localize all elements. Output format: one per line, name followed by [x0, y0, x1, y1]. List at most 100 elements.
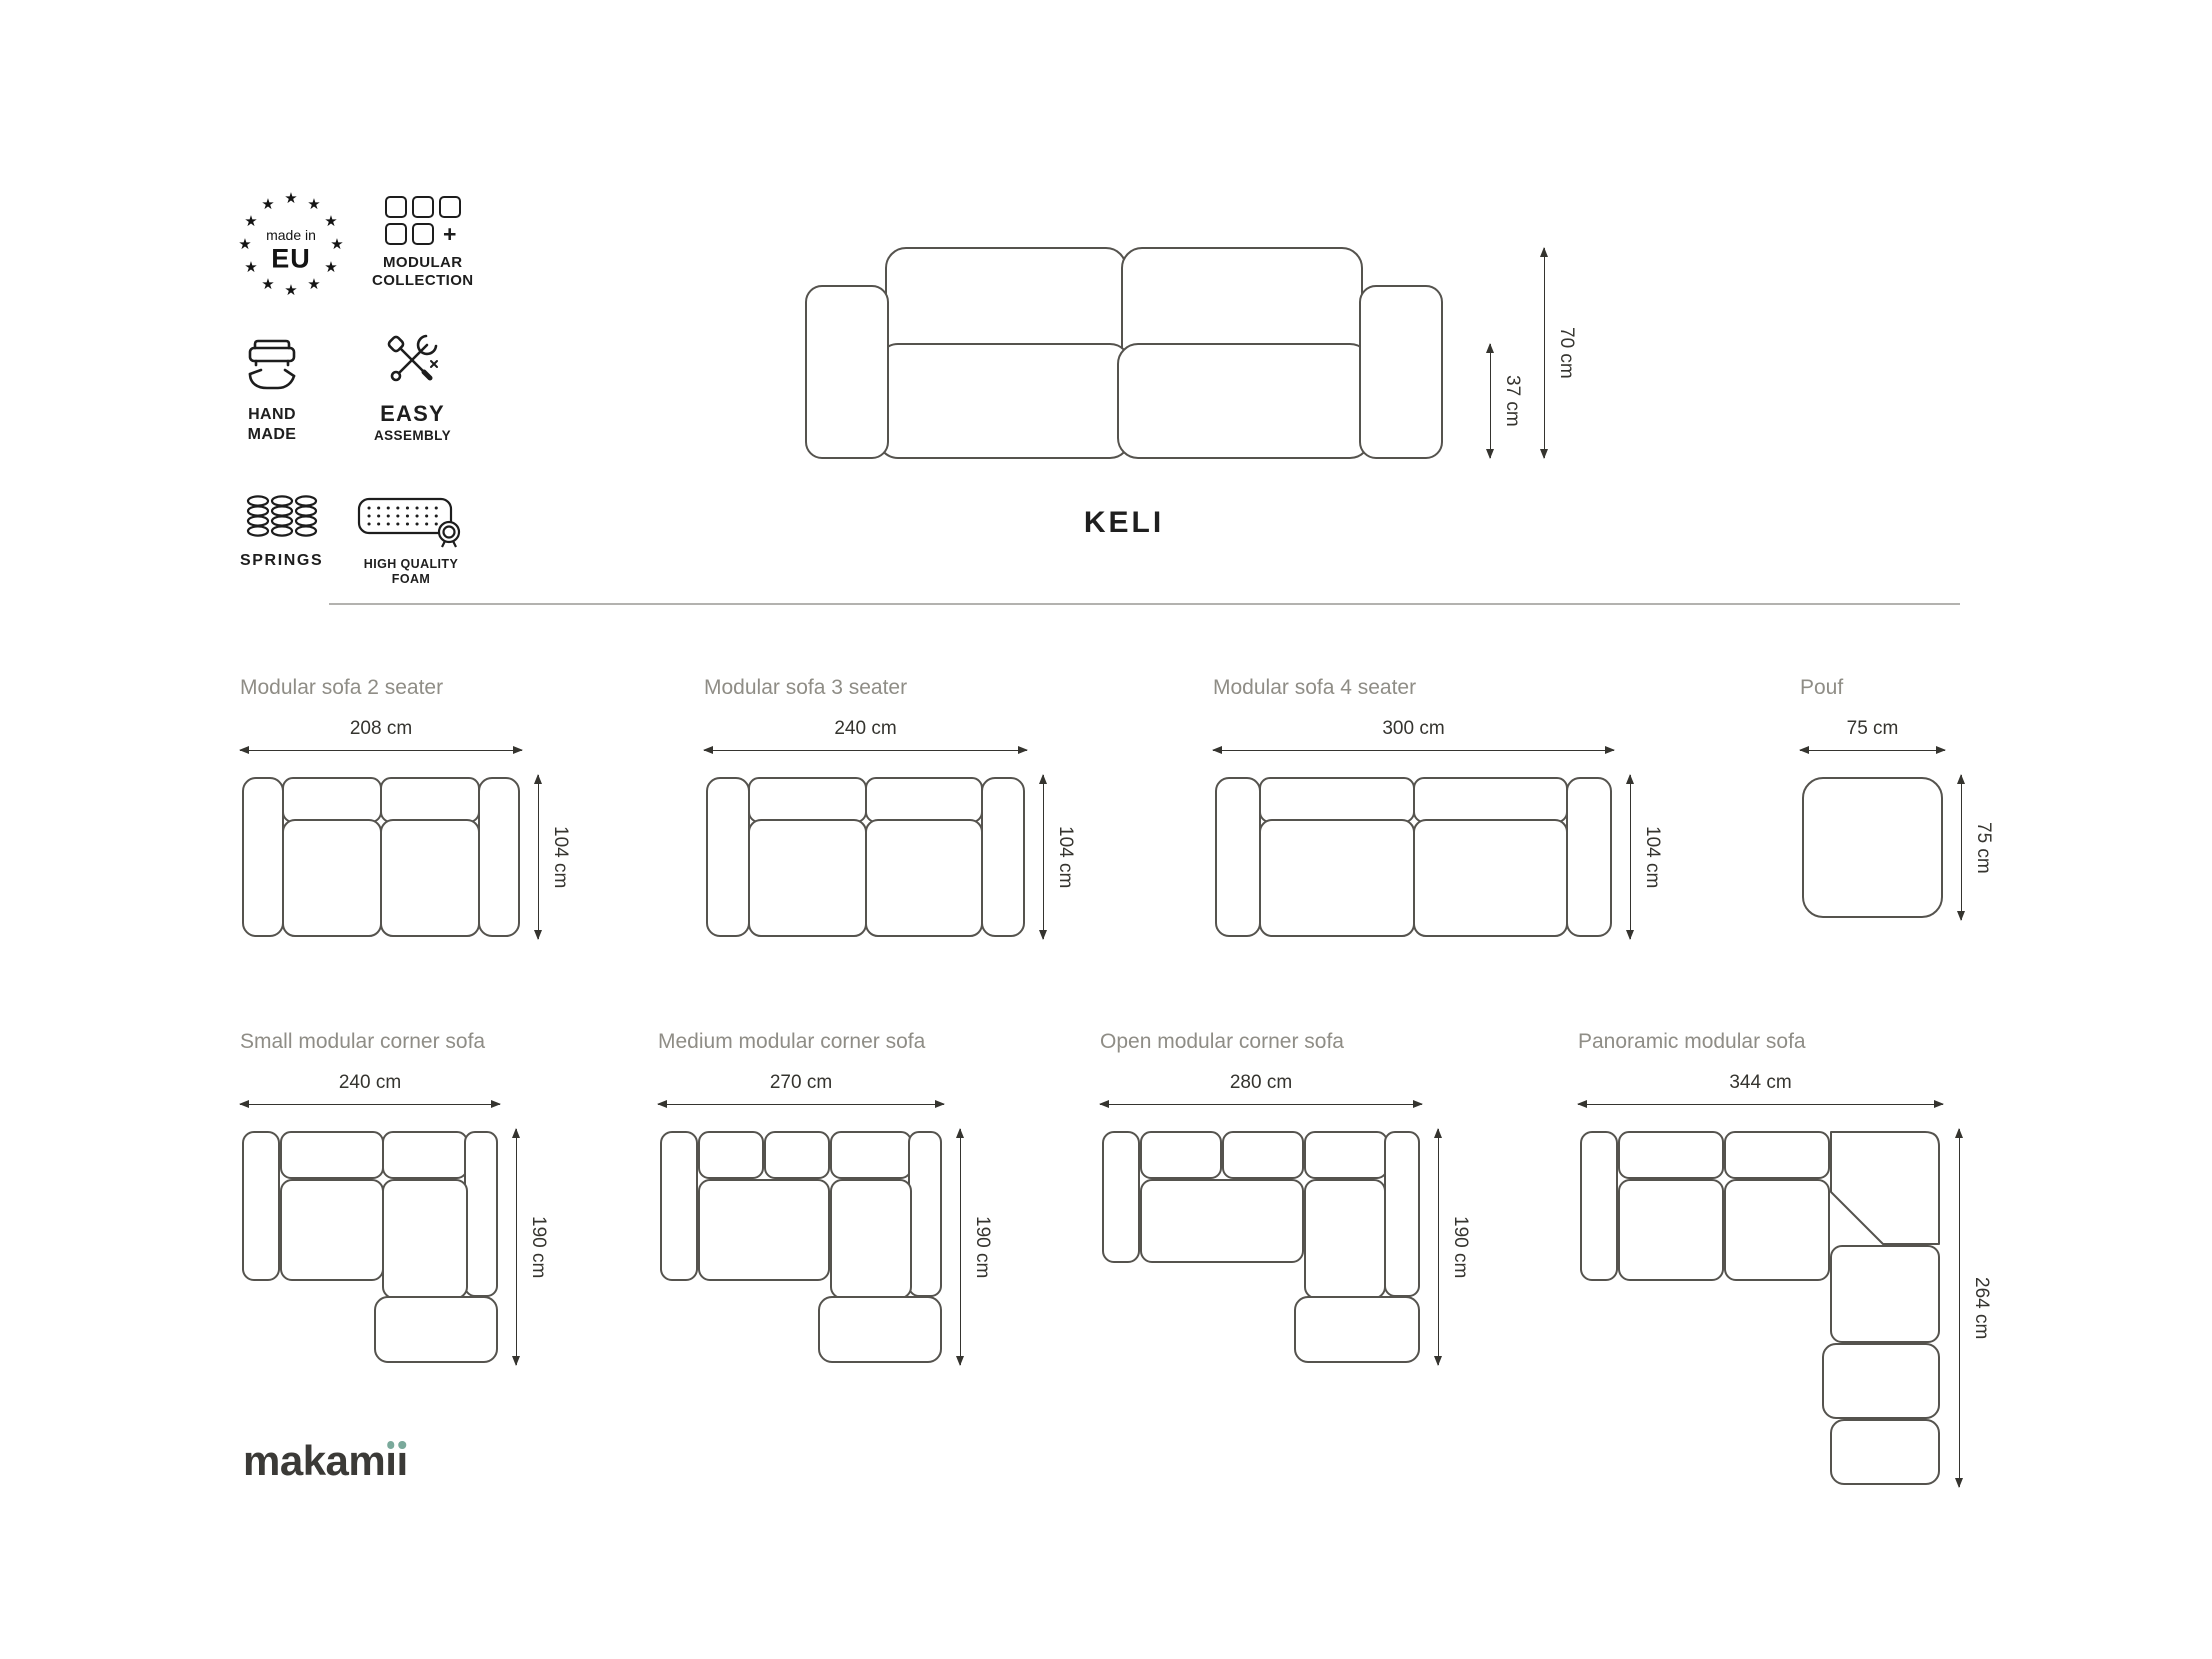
easy-assembly-icon: [388, 334, 439, 382]
brand-logo-text: makam: [243, 1437, 386, 1484]
variant-title: Panoramic modular sofa: [1578, 1030, 1806, 1053]
variant-title: Pouf: [1800, 676, 1844, 699]
variant-card-3-seater: Modular sofa 3 seater 240 cm: [703, 676, 1076, 940]
star-icon: ★: [307, 276, 321, 293]
depth-dimension-arrow: [511, 1128, 520, 1366]
variant-title: Modular sofa 2 seater: [240, 676, 444, 699]
divider: [329, 603, 1960, 605]
width-dimension-arrow: [657, 1099, 945, 1108]
plus-icon: +: [443, 221, 457, 247]
variant-card-panoramic: Panoramic modular sofa 344 cm: [1577, 1030, 1992, 1488]
width-dimension-arrow: [1577, 1099, 1944, 1108]
star-icon: ★: [261, 196, 275, 213]
star-icon: ★: [284, 190, 298, 207]
variant-card-open-corner: Open modular corner sofa 280 cm: [1099, 1030, 1471, 1366]
width-dimension-label: 344 cm: [1729, 1072, 1792, 1093]
springs-icon: [246, 495, 317, 537]
variant-title: Medium modular corner sofa: [658, 1030, 926, 1053]
panoramic-sofa-top-view-drawing: [1580, 1131, 1940, 1485]
module-square-icon: [411, 196, 434, 218]
width-dimension-arrow: [1799, 745, 1946, 754]
variant-title: Open modular corner sofa: [1100, 1030, 1344, 1053]
hero-sofa-front-drawing: [805, 247, 1443, 459]
width-dimension-arrow: [1099, 1099, 1423, 1108]
star-icon: ★: [244, 259, 258, 276]
depth-dimension-label: 190 cm: [528, 1215, 549, 1279]
width-dimension-label: 280 cm: [1229, 1072, 1293, 1093]
modular-collection-icon: +: [384, 196, 461, 247]
depth-dimension-arrow: [1954, 1128, 1963, 1488]
total-height-dimension-label: 70 cm: [1556, 327, 1577, 379]
width-dimension-arrow: [239, 745, 523, 754]
total-height-dimension-arrow: [1539, 247, 1548, 459]
sofa-3-seater-top-view-drawing: [706, 777, 1025, 937]
star-icon: ★: [307, 196, 321, 213]
made-in-eu-stars-icon: ★ ★ ★ ★ ★ ★ ★ ★ ★ ★ ★ ★ made in EU: [237, 190, 345, 299]
star-icon: ★: [324, 213, 338, 230]
width-dimension: 208 cm: [239, 718, 523, 754]
badge-label-line: HIGH QUALITY: [363, 557, 459, 571]
variant-title: Modular sofa 3 seater: [704, 676, 908, 699]
depth-dimension: 264 cm: [1954, 1128, 1992, 1488]
product-title: KELI: [1083, 506, 1165, 539]
hand-made-icon: [248, 339, 296, 390]
open-corner-sofa-top-view-drawing: [1102, 1131, 1420, 1363]
width-dimension-label: 240 cm: [338, 1072, 402, 1093]
depth-dimension: 104 cm: [533, 774, 571, 940]
badge-label-line: SPRINGS: [240, 552, 324, 569]
badge-label-line: MODULAR: [383, 254, 463, 271]
depth-dimension-label: 190 cm: [1450, 1215, 1471, 1279]
badge-label: HAND MADE: [248, 405, 297, 444]
width-dimension-label: 75 cm: [1846, 718, 1899, 739]
width-dimension-arrow: [1212, 745, 1615, 754]
depth-dimension-label: 104 cm: [1055, 825, 1076, 889]
small-corner-sofa-top-view-drawing: [242, 1131, 498, 1363]
variant-card-4-seater: Modular sofa 4 seater 300 cm: [1212, 676, 1663, 940]
star-icon: ★: [261, 276, 275, 293]
module-square-icon: [411, 223, 434, 245]
badge-label-line: ASSEMBLY: [374, 427, 451, 443]
variant-card-2-seater: Modular sofa 2 seater 208 cm: [239, 676, 571, 940]
badge-made-in-eu: ★ ★ ★ ★ ★ ★ ★ ★ ★ ★ ★ ★ made in EU: [237, 190, 345, 299]
star-icon: ★: [284, 282, 298, 299]
depth-dimension-label: 190 cm: [972, 1215, 993, 1279]
depth-dimension: 190 cm: [511, 1128, 549, 1366]
badge-easy-assembly: EASY ASSEMBLY: [374, 328, 451, 444]
module-square-icon: [384, 223, 407, 245]
star-icon: ★: [244, 213, 258, 230]
badge-label-line: HAND: [248, 406, 296, 423]
badge-label: SPRINGS: [240, 551, 323, 571]
made-in-label: made in: [266, 227, 316, 244]
module-square-icon: [438, 196, 461, 218]
high-quality-foam-icon: [357, 497, 461, 548]
depth-dimension-arrow: [1433, 1128, 1442, 1366]
badge-label-line: EASY: [380, 401, 445, 426]
star-icon: ★: [330, 236, 344, 253]
depth-dimension: 104 cm: [1625, 774, 1663, 940]
seat-height-dimension: 37 cm: [1485, 343, 1523, 459]
module-square-icon: [384, 196, 407, 218]
depth-dimension: 75 cm: [1956, 774, 1994, 921]
width-dimension: 280 cm: [1099, 1072, 1423, 1108]
total-height-dimension: 70 cm: [1539, 247, 1577, 459]
variant-title: Small modular corner sofa: [240, 1030, 486, 1053]
badge-label-line: COLLECTION: [372, 272, 474, 290]
sofa-2-seater-top-view-drawing: [242, 777, 520, 937]
depth-dimension-label: 75 cm: [1973, 821, 1994, 874]
badge-modular-collection: + MODULAR COLLECTION: [372, 196, 474, 291]
star-icon: ★: [238, 236, 252, 253]
pouf-top-view-drawing: [1802, 777, 1943, 918]
variant-card-small-corner: Small modular corner sofa 240 cm: [239, 1030, 549, 1366]
seat-height-dimension-label: 37 cm: [1502, 375, 1523, 427]
variant-title: Modular sofa 4 seater: [1213, 676, 1417, 699]
width-dimension-arrow: [239, 1099, 501, 1108]
depth-dimension-arrow: [1038, 774, 1047, 940]
badge-high-quality-foam: HIGH QUALITY FOAM: [356, 494, 466, 588]
variant-card-medium-corner: Medium modular corner sofa 270 cm: [657, 1030, 993, 1366]
brand-logo-i: ı: [385, 1437, 397, 1484]
badge-hand-made: HAND MADE: [240, 332, 304, 444]
depth-dimension-arrow: [955, 1128, 964, 1366]
badge-label: HIGH QUALITY FOAM: [364, 557, 458, 588]
width-dimension: 300 cm: [1212, 718, 1615, 754]
